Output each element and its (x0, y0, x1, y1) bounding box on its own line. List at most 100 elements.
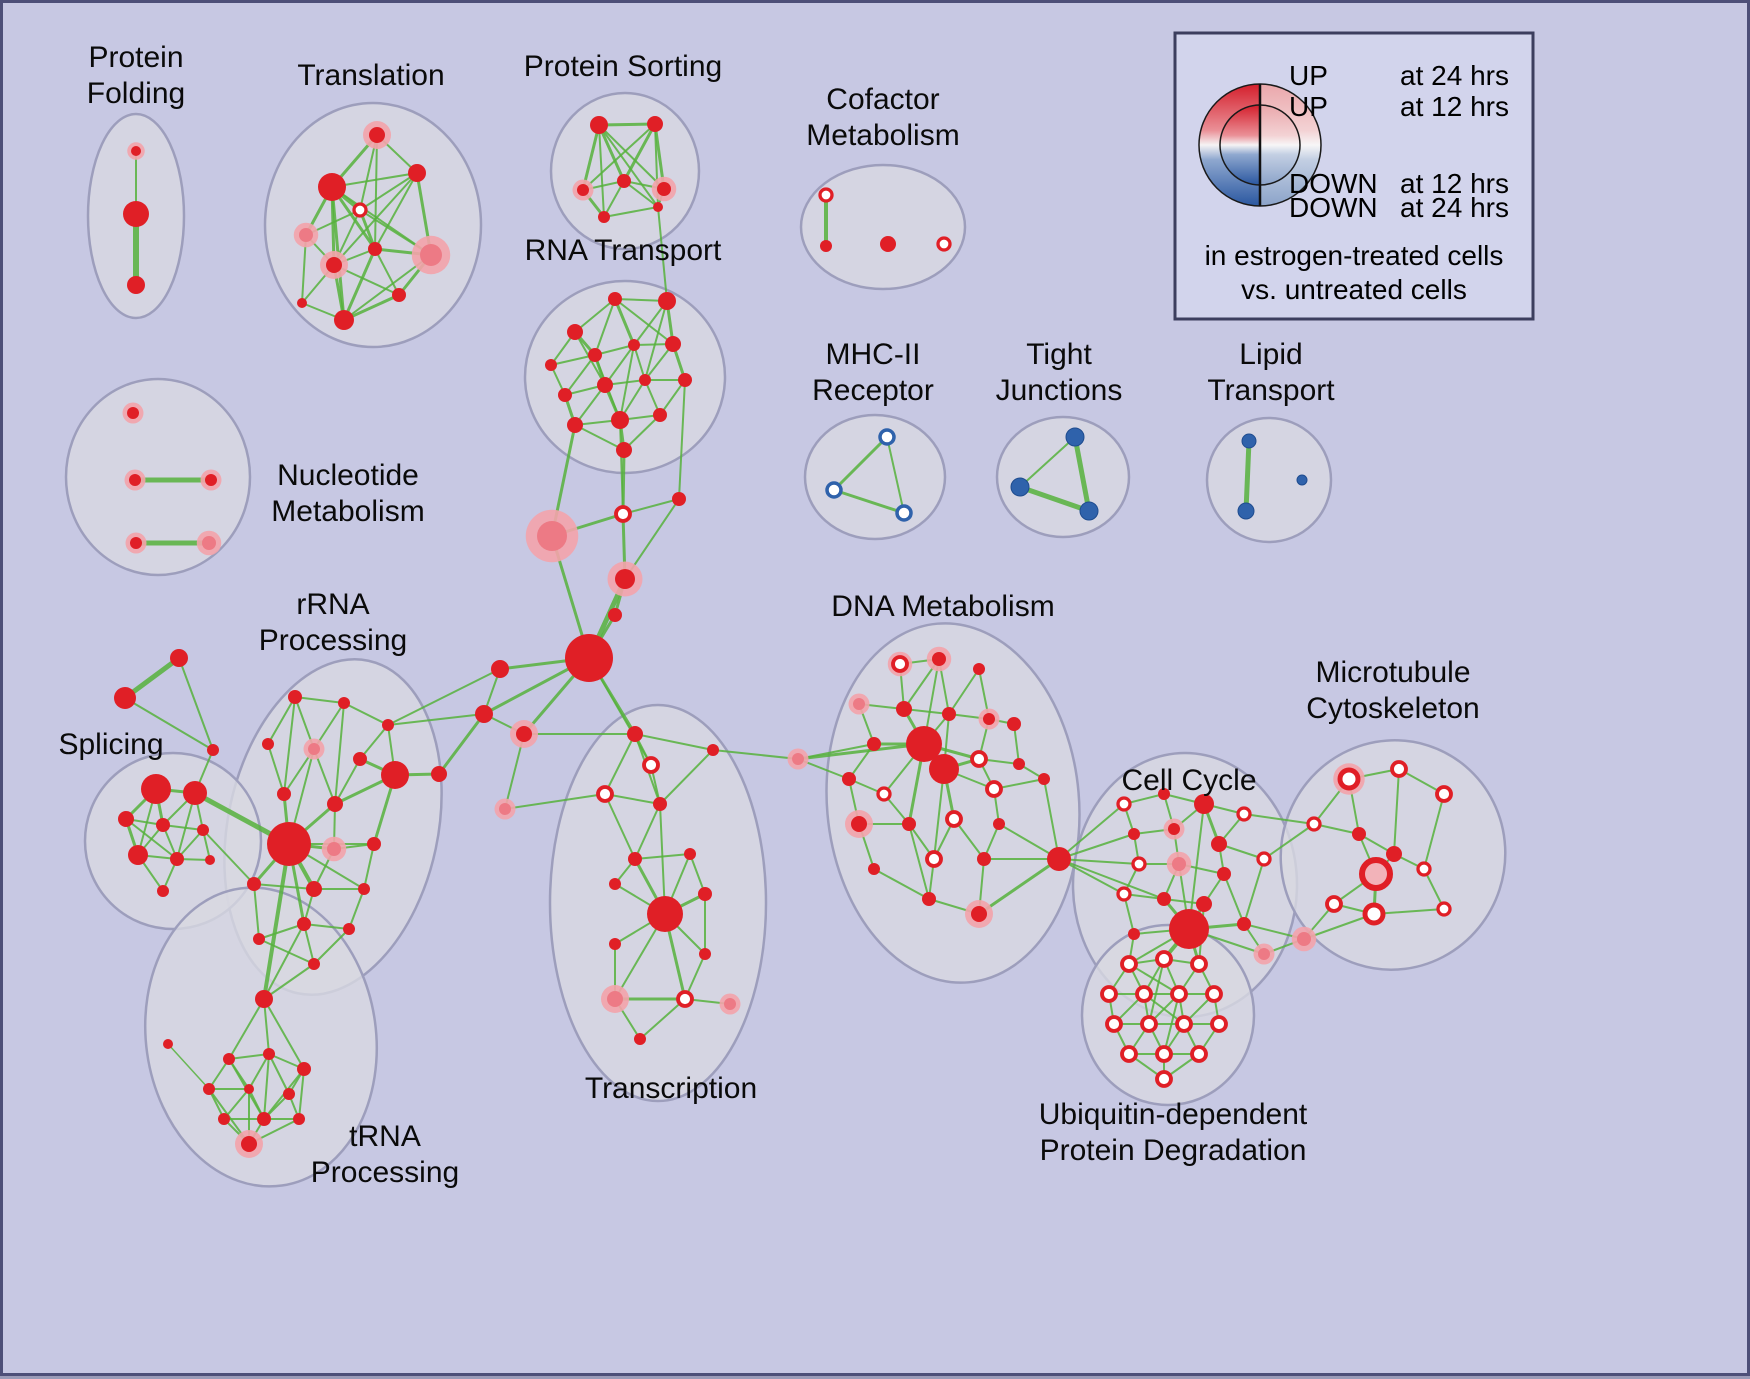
network-node-pf1[interactable] (131, 146, 141, 156)
network-node-mt1[interactable] (1337, 767, 1361, 791)
network-node-sp2[interactable] (183, 781, 207, 805)
network-node-rr11[interactable] (327, 842, 341, 856)
network-node-rr5[interactable] (308, 743, 320, 755)
network-node-rt6[interactable] (628, 339, 640, 351)
network-node-sx1[interactable] (170, 649, 188, 667)
network-node-rr10[interactable] (267, 822, 311, 866)
network-node-rr9[interactable] (327, 796, 343, 812)
network-node-dm14[interactable] (842, 772, 856, 786)
network-node-tp9[interactable] (257, 1112, 271, 1126)
network-node-rr15[interactable] (358, 883, 370, 895)
network-node-tp6[interactable] (244, 1084, 254, 1094)
network-node-cc6[interactable] (1168, 823, 1180, 835)
network-node-cc2[interactable] (1158, 788, 1170, 800)
network-node-rt9[interactable] (597, 377, 613, 393)
network-node-tc11[interactable] (609, 938, 621, 950)
network-node-cc14[interactable] (1196, 896, 1212, 912)
network-node-cc16[interactable] (1237, 917, 1251, 931)
network-node-rr6[interactable] (353, 752, 367, 766)
network-node-cc7[interactable] (1211, 836, 1227, 852)
network-node-tj2[interactable] (1010, 477, 1030, 497)
network-node-sp1[interactable] (141, 774, 171, 804)
network-node-hb7[interactable] (475, 705, 493, 723)
network-node-tp3[interactable] (263, 1048, 275, 1060)
network-node-tc13[interactable] (607, 991, 623, 1007)
network-node-sx3[interactable] (207, 744, 219, 756)
network-node-mt2[interactable] (1390, 760, 1408, 778)
network-node-ub15[interactable] (1155, 1070, 1173, 1088)
network-node-dm7[interactable] (983, 713, 995, 725)
network-node-tc6[interactable] (628, 852, 642, 866)
network-node-cc11[interactable] (1256, 851, 1272, 867)
network-node-ps5[interactable] (657, 182, 671, 196)
network-node-dm13[interactable] (1013, 758, 1025, 770)
network-node-ub1[interactable] (1120, 955, 1138, 973)
network-node-mt11[interactable] (1436, 901, 1452, 917)
network-node-sp6[interactable] (128, 845, 148, 865)
network-node-dm26[interactable] (971, 906, 987, 922)
network-node-ub9[interactable] (1140, 1015, 1158, 1033)
network-node-tc8[interactable] (609, 878, 621, 890)
network-node-dm24[interactable] (977, 852, 991, 866)
network-node-tr4[interactable] (352, 202, 368, 218)
network-node-dm22[interactable] (925, 850, 943, 868)
network-node-ps2[interactable] (647, 116, 663, 132)
network-node-mt3[interactable] (1435, 785, 1453, 803)
network-node-dm3[interactable] (973, 663, 985, 675)
network-node-dm8[interactable] (1007, 717, 1021, 731)
network-node-dm18[interactable] (851, 816, 867, 832)
network-node-cc1[interactable] (1116, 796, 1132, 812)
network-node-cc18[interactable] (1258, 948, 1270, 960)
network-node-rt11[interactable] (678, 373, 692, 387)
network-node-cc12[interactable] (1116, 886, 1132, 902)
network-node-rr12[interactable] (367, 837, 381, 851)
network-node-pf2[interactable] (123, 201, 149, 227)
network-node-tr9[interactable] (392, 288, 406, 302)
network-node-tc12[interactable] (699, 948, 711, 960)
network-node-rt15[interactable] (616, 442, 632, 458)
network-node-tr5[interactable] (299, 228, 313, 242)
network-node-mt4[interactable] (1306, 816, 1322, 832)
network-node-tp4[interactable] (297, 1062, 311, 1076)
network-node-sx2[interactable] (114, 687, 136, 709)
network-node-hb10[interactable] (499, 803, 511, 815)
network-node-dm6[interactable] (942, 707, 956, 721)
network-node-sp3[interactable] (118, 811, 134, 827)
network-node-ps7[interactable] (653, 202, 663, 212)
network-node-rr18[interactable] (253, 933, 265, 945)
network-node-sp7[interactable] (170, 852, 184, 866)
network-node-rt14[interactable] (653, 408, 667, 422)
network-node-tc7[interactable] (684, 848, 696, 860)
network-node-ub14[interactable] (1190, 1045, 1208, 1063)
network-node-cf4[interactable] (936, 236, 952, 252)
network-node-ps1[interactable] (590, 116, 608, 134)
network-node-ps4[interactable] (617, 174, 631, 188)
network-node-tr6[interactable] (326, 257, 342, 273)
network-node-tj3[interactable] (1079, 501, 1099, 521)
network-node-tr2[interactable] (318, 173, 346, 201)
network-node-lt1[interactable] (1241, 433, 1257, 449)
network-node-ub10[interactable] (1175, 1015, 1193, 1033)
network-node-rt12[interactable] (567, 417, 583, 433)
network-node-mh3[interactable] (895, 504, 913, 522)
network-node-hb0[interactable] (565, 634, 613, 682)
network-node-hb8[interactable] (516, 726, 532, 742)
network-node-tc5[interactable] (653, 797, 667, 811)
network-node-tr7[interactable] (368, 242, 382, 256)
network-node-dm9[interactable] (867, 737, 881, 751)
network-node-rr2[interactable] (338, 697, 350, 709)
network-node-rr3[interactable] (382, 719, 394, 731)
network-node-tp10[interactable] (293, 1113, 305, 1125)
network-node-dm16[interactable] (985, 780, 1003, 798)
network-node-hb6[interactable] (491, 660, 509, 678)
network-node-cf2[interactable] (820, 240, 832, 252)
network-node-dm15[interactable] (876, 786, 892, 802)
network-node-nm1[interactable] (127, 407, 139, 419)
network-node-rt13[interactable] (611, 411, 629, 429)
network-node-cf3[interactable] (880, 236, 896, 252)
network-node-rt1[interactable] (567, 324, 583, 340)
network-node-rr1[interactable] (288, 690, 302, 704)
network-node-ub13[interactable] (1155, 1045, 1173, 1063)
network-node-tc9[interactable] (647, 896, 683, 932)
network-node-rr7[interactable] (381, 761, 409, 789)
